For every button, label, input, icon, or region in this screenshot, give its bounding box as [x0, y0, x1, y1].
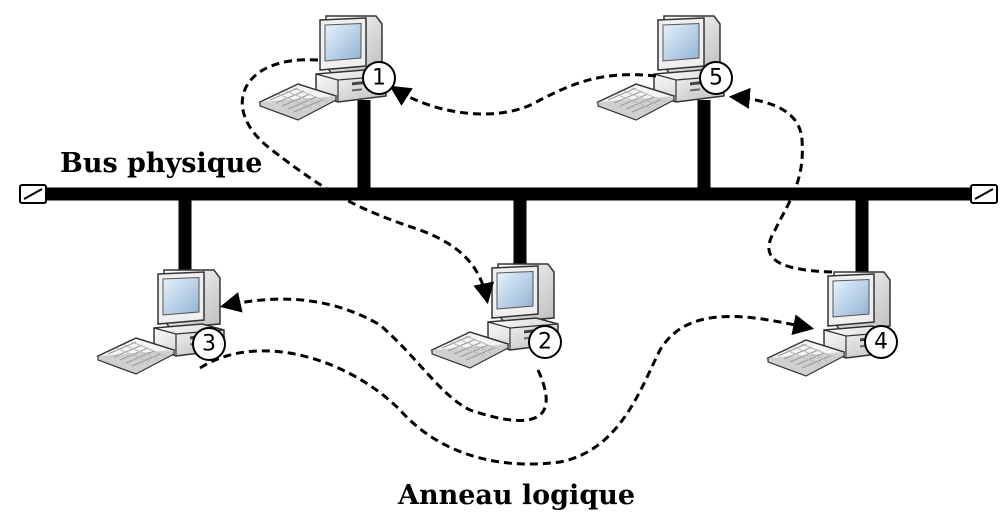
station-number-3: 3	[202, 332, 216, 357]
logical-ring	[199, 58, 833, 466]
bus-label: Bus physique	[60, 148, 262, 179]
station-badge-3: 3	[192, 327, 226, 361]
station-number-2: 2	[538, 330, 552, 355]
ring-arrow-3-to-4	[199, 314, 815, 466]
ring-label: Anneau logique	[397, 480, 635, 511]
station-badge-4: 4	[864, 325, 898, 359]
station-number-4: 4	[874, 330, 888, 355]
bus-terminator-left	[19, 184, 47, 204]
ring-arrow-4-to-5	[728, 87, 833, 274]
physical-bus	[19, 100, 998, 290]
station-number-5: 5	[709, 66, 723, 91]
station-badge-1: 1	[362, 61, 396, 95]
station-number-1: 1	[372, 66, 386, 91]
ring-arrow-5-to-1	[389, 73, 657, 116]
station-badge-5: 5	[699, 61, 733, 95]
bus-terminator-right	[970, 184, 998, 204]
station-badge-2: 2	[528, 325, 562, 359]
ring-arrow-2-to-3	[219, 292, 548, 422]
ring-arrow-1-to-2	[240, 58, 494, 305]
